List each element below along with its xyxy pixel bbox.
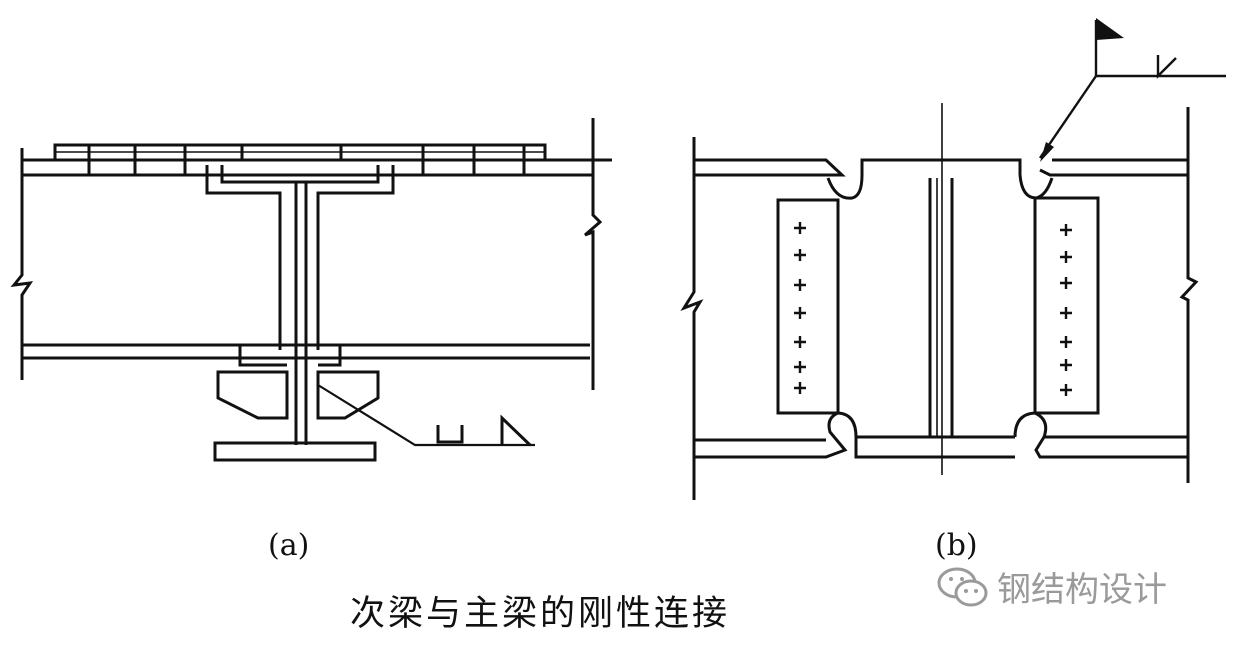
part-a-label: (a)	[268, 528, 310, 563]
watermark: 钢结构设计	[935, 562, 1167, 611]
wechat-icon	[937, 567, 988, 606]
figure-caption: 次梁与主梁的刚性连接	[350, 594, 731, 634]
watermark-text: 钢结构设计	[997, 570, 1167, 610]
part-b-label: (b)	[935, 528, 978, 563]
part-a-drawing	[10, 118, 612, 462]
part-b-drawing	[680, 18, 1226, 500]
